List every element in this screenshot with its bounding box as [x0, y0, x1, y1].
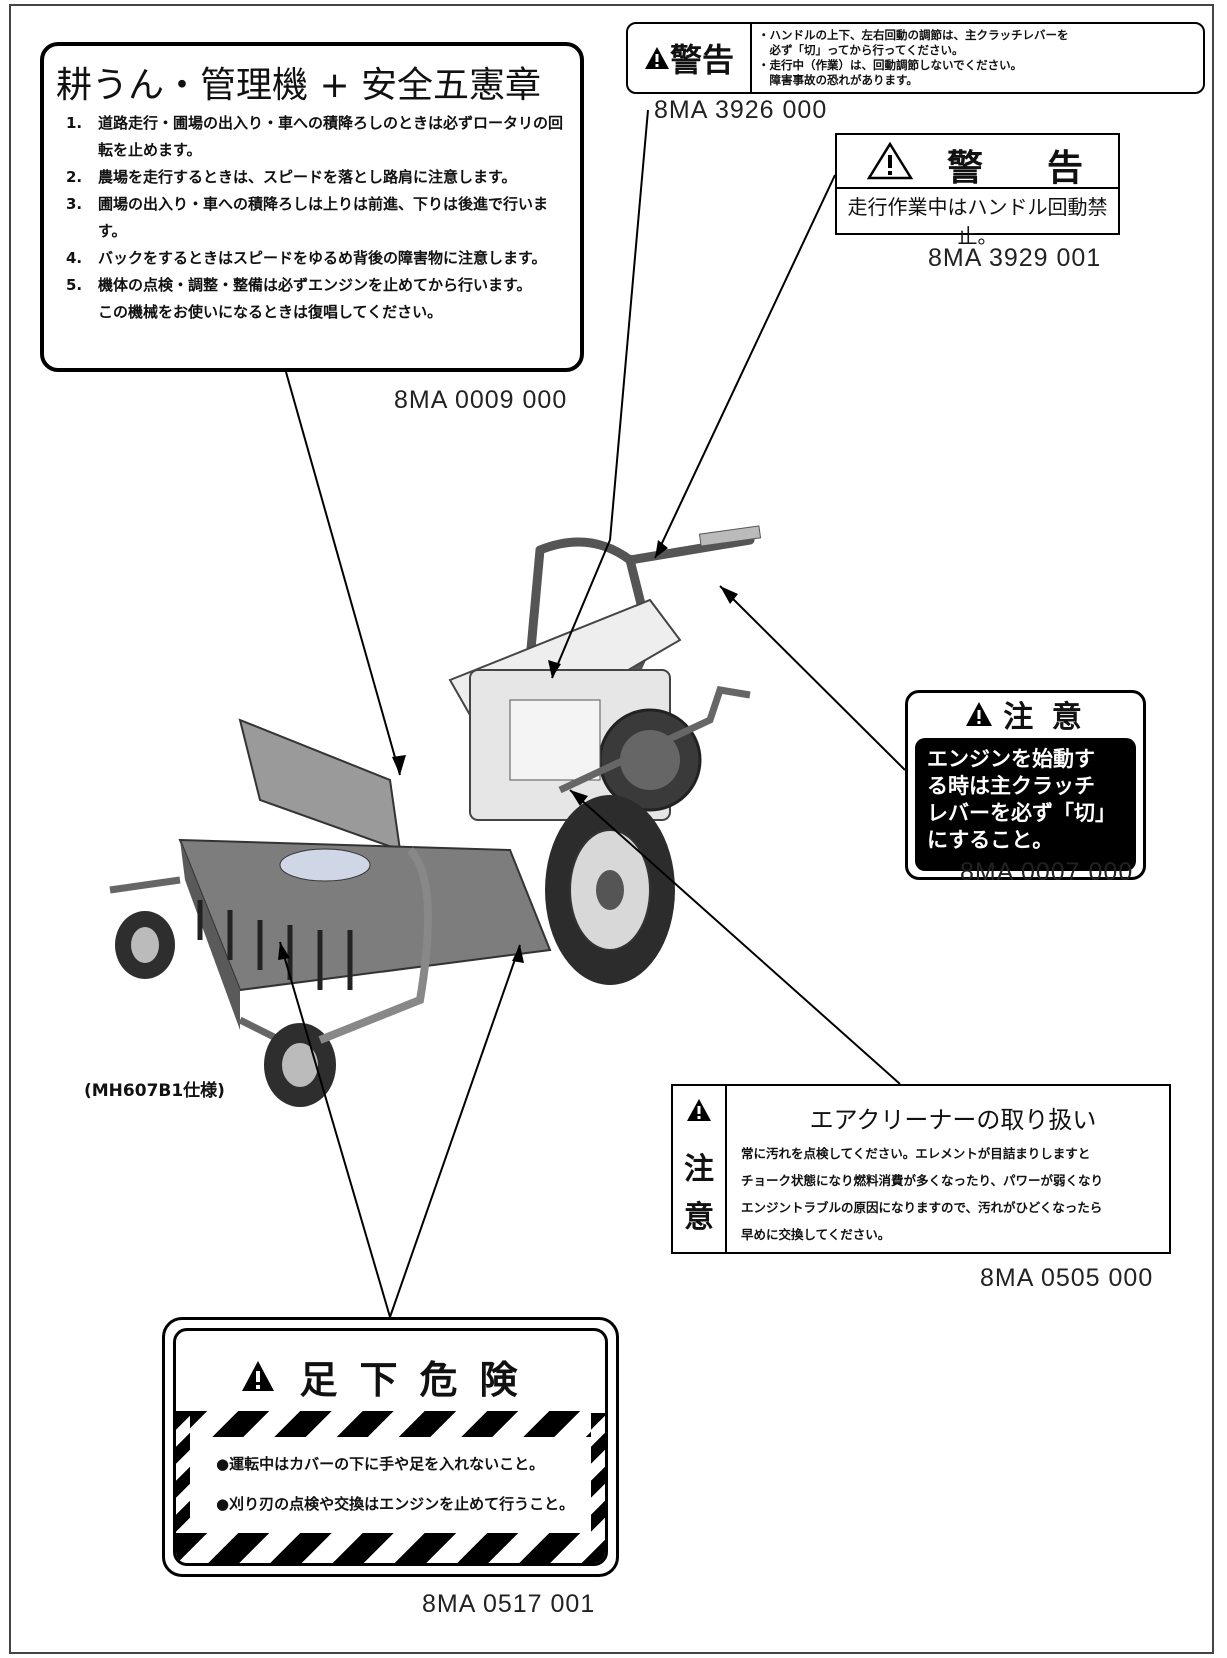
air-cleaner-title: エアクリーナーの取り扱い	[809, 1106, 1097, 1134]
caution-line: レバーを必ず「切」	[927, 801, 1116, 825]
caution-line: エンジンを始動す	[927, 747, 1095, 771]
list-item: 4. バックをするときはスピードをゆるめ背後の障害物に注意します。	[66, 245, 576, 272]
air-cleaner-body: 常に汚れを点検してください。エレメントが目詰まりしますと チョーク状態になり燃料…	[741, 1140, 1166, 1248]
arrowhead-icon	[655, 540, 668, 558]
item-number: 4.	[66, 249, 83, 267]
arrowhead-icon	[512, 945, 524, 963]
item-text: 農場を走行するときは、スピードを落とし路肩に注意します。	[98, 168, 517, 186]
warning-head-text: 警告	[669, 41, 734, 79]
safety-charter-label: 耕うん・管理機 + 安全五憲章 1. 道路走行・圃場の出入り・車への積降ろしのとき…	[40, 42, 584, 372]
part-code: 8MA 3929 001	[928, 244, 1102, 272]
danger-line: ●刈り刃の点検や交換はエンジンを止めて行うこと。	[216, 1495, 575, 1513]
part-code: 8MA 3926 000	[654, 96, 828, 124]
warning-line: 障害事故の恐れがあります。	[758, 73, 918, 87]
hazard-stripe	[176, 1413, 190, 1537]
part-code: 8MA 0007 000	[960, 858, 1134, 886]
part-code: 8MA 0009 000	[394, 386, 568, 414]
danger-body: ●運転中はカバーの下に手や足を入れないこと。 ●刈り刃の点検や交換はエンジンを止…	[190, 1439, 591, 1525]
item-text: バックをするときはスピードをゆるめ背後の障害物に注意します。	[98, 249, 547, 267]
warning-line: 必ず「切」ってから行ってください。	[758, 43, 964, 57]
caution-side-column: 注 意	[673, 1086, 727, 1252]
caution-line: にすること。	[927, 828, 1054, 852]
item-text: 機体の点検・調整・整備は必ずエンジンを止めてから行います。	[98, 276, 532, 294]
rotation-warning-label: 警 告 走行作業中はハンドル回動禁止。	[835, 133, 1120, 248]
handle-warning-label: 警告 ・ハンドルの上下、左右回動の調節は、主クラッチレバーを 必ず「切」ってから…	[626, 22, 1205, 94]
arrowhead-icon	[548, 660, 561, 678]
warning-line: ・ハンドルの上下、左右回動の調節は、主クラッチレバーを	[758, 28, 1069, 42]
safety-charter-title: 耕うん・管理機 + 安全五憲章	[56, 65, 542, 106]
item-text: 道路走行・圃場の出入り・車への積降ろしのときは必ずロータリの回転を止めます。	[98, 114, 564, 159]
air-cleaner-label: 注 意 エアクリーナーの取り扱い 常に汚れを点検してください。エレメントが目詰ま…	[671, 1084, 1171, 1254]
arrowhead-icon	[720, 586, 738, 604]
warning-triangle-icon	[966, 702, 993, 726]
warning-line: ・走行中（作業）は、回動調節しないでください。	[758, 58, 1023, 72]
hazard-stripe	[591, 1413, 605, 1537]
item-text: 圃場の出入り・車への積降ろしは上りは前進、下りは後進で行います。	[98, 195, 549, 240]
spec-note: (MH607B1仕様)	[84, 1081, 225, 1101]
warning-outline-triangle-icon	[867, 142, 913, 180]
caution-line: る時は主クラッチ	[927, 774, 1095, 798]
body-line: 早めに交換してください。	[741, 1227, 891, 1242]
part-code: 8MA 0505 000	[980, 1264, 1154, 1292]
list-item: 5. 機体の点検・調整・整備は必ずエンジンを止めてから行います。この機械をお使いに…	[66, 272, 576, 326]
body-line: チョーク状態になり燃料消費が多くなったり、パワーが弱くなり	[741, 1173, 1104, 1188]
list-item: 1. 道路走行・圃場の出入り・車への積降ろしのときは必ずロータリの回転を止めます。	[66, 110, 576, 164]
engine-caution-label: 注 意 エンジンを始動す る時は主クラッチ レバーを必ず「切」 にすること。	[905, 690, 1146, 880]
danger-header: 足下危険	[176, 1351, 605, 1402]
foot-danger-label: 足下危険 ●運転中はカバーの下に手や足を入れないこと。 ●刈り刃の点検や交換はエ…	[162, 1317, 619, 1577]
warning-header: 警 告	[837, 135, 1118, 189]
body-line: エンジントラブルの原因になりますので、汚れがひどくなったら	[741, 1200, 1103, 1215]
side-char: 意	[684, 1200, 714, 1235]
part-code: 8MA 0517 001	[422, 1590, 596, 1618]
item-number: 1.	[66, 114, 83, 132]
warning-head-text: 警 告	[947, 148, 1098, 189]
warning-header: 警告	[628, 24, 752, 92]
arrowhead-icon	[392, 755, 406, 775]
cultivator-illustration	[109, 525, 762, 1107]
caution-body: エンジンを始動す る時は主クラッチ レバーを必ず「切」 にすること。	[915, 738, 1136, 871]
warning-triangle-icon	[242, 1361, 275, 1391]
arrowhead-icon	[278, 942, 290, 960]
list-item: 3. 圃場の出入り・車への積降ろしは上りは前進、下りは後進で行います。	[66, 191, 576, 245]
warning-body: 走行作業中はハンドル回動禁止。	[847, 195, 1108, 248]
item-number: 2.	[66, 168, 83, 186]
warning-triangle-icon	[644, 47, 669, 69]
side-char: 注	[684, 1152, 714, 1187]
page-frame	[9, 4, 1214, 1654]
warning-triangle-icon	[687, 1099, 711, 1121]
closing-text: この機械をお使いになるときは復唱してください。	[98, 303, 443, 321]
hazard-stripe	[176, 1533, 605, 1563]
warning-body: ・ハンドルの上下、左右回動の調節は、主クラッチレバーを 必ず「切」ってから行って…	[758, 28, 1198, 88]
caution-head-text: 注 意	[1003, 700, 1086, 735]
arrowhead-icon	[570, 790, 588, 806]
danger-inner-frame: 足下危険 ●運転中はカバーの下に手や足を入れないこと。 ●刈り刃の点検や交換はエ…	[173, 1328, 608, 1566]
item-number: 5.	[66, 276, 83, 294]
danger-head-text: 足下危険	[299, 1357, 540, 1402]
item-number: 3.	[66, 195, 83, 213]
danger-line: ●運転中はカバーの下に手や足を入れないこと。	[216, 1455, 545, 1473]
caution-header: 注 意	[908, 693, 1143, 735]
safety-charter-list: 1. 道路走行・圃場の出入り・車への積降ろしのときは必ずロータリの回転を止めます。…	[66, 110, 576, 326]
body-line: 常に汚れを点検してください。エレメントが目詰まりしますと	[741, 1146, 1091, 1161]
list-item: 2. 農場を走行するときは、スピードを落とし路肩に注意します。	[66, 164, 576, 191]
hazard-stripe	[176, 1411, 605, 1437]
